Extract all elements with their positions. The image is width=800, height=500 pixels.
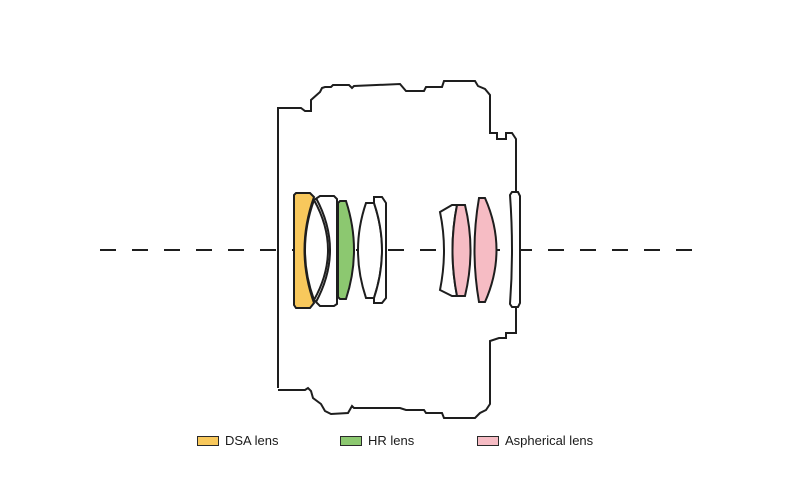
legend-label-dsa: DSA lens bbox=[225, 433, 279, 448]
lens-barrel-outline bbox=[277, 80, 517, 419]
lens-element-2-surface bbox=[315, 197, 331, 303]
lens-element-hr bbox=[337, 200, 355, 300]
legend: DSA lens HR lens Aspherical lens bbox=[0, 433, 800, 453]
lens-element-aspherical-1 bbox=[451, 204, 472, 297]
lens-element-5 bbox=[373, 196, 387, 304]
legend-swatch-dsa bbox=[197, 435, 219, 446]
legend-swatch-aspherical bbox=[477, 435, 499, 446]
legend-item-hr: HR lens bbox=[340, 433, 414, 448]
lens-element-aspherical-2 bbox=[473, 197, 498, 303]
legend-label-aspherical: Aspherical lens bbox=[505, 433, 594, 448]
legend-item-aspherical: Aspherical lens bbox=[477, 433, 593, 448]
lens-element-9 bbox=[508, 191, 521, 308]
legend-swatch-hr bbox=[340, 435, 362, 446]
lens-element-2 bbox=[304, 195, 338, 307]
legend-item-dsa: DSA lens bbox=[197, 433, 278, 448]
legend-label-hr: HR lens bbox=[368, 433, 415, 448]
